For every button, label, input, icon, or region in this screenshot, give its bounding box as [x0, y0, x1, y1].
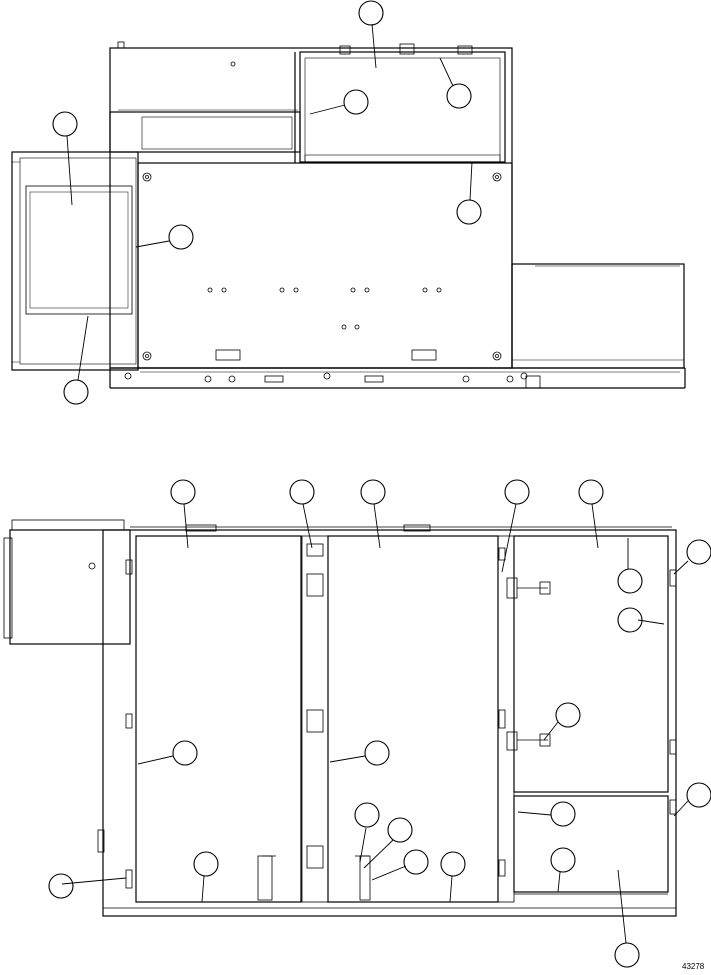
- callout-circle: [686, 782, 711, 808]
- callout-circle: [289, 479, 315, 505]
- callout-circle: [550, 847, 576, 873]
- side-leaders: [61, 503, 689, 944]
- callout-circle: [358, 0, 384, 26]
- top-callouts: [52, 0, 482, 405]
- callout-circle: [555, 702, 581, 728]
- callout-circle: [360, 479, 386, 505]
- top-bracket: [109, 111, 301, 153]
- side-door-1: [135, 535, 302, 903]
- callout-circle: [446, 83, 472, 109]
- callout-circle: [172, 740, 198, 766]
- side-door-4: [513, 795, 669, 893]
- callout-circle: [387, 817, 413, 843]
- callout-circle: [456, 199, 482, 225]
- side-hardware: [97, 524, 677, 901]
- callout-circle: [193, 851, 219, 877]
- callout-circle: [617, 607, 643, 633]
- callout-circle: [614, 942, 640, 968]
- top-left-module: [11, 151, 139, 371]
- top-right-module: [511, 263, 685, 369]
- callout-circle: [440, 851, 466, 877]
- callout-circle: [364, 740, 390, 766]
- callout-circle: [170, 479, 196, 505]
- callout-circle: [617, 568, 643, 594]
- callout-circle: [168, 224, 194, 250]
- callout-circle: [578, 479, 604, 505]
- callout-circle: [403, 849, 429, 875]
- top-upper-compartment: [299, 51, 506, 163]
- callout-circle: [52, 111, 78, 137]
- callout-circle: [550, 801, 576, 827]
- side-door-2: [327, 535, 499, 903]
- side-view: [3, 479, 711, 968]
- callout-circle: [504, 479, 530, 505]
- reference-number: 43278: [682, 962, 705, 971]
- side-center-column: [301, 535, 329, 903]
- top-view: [11, 0, 686, 405]
- callout-circle: [686, 539, 711, 565]
- top-main-housing: [109, 47, 513, 369]
- callout-circle: [354, 802, 380, 828]
- callout-circle: [343, 89, 369, 115]
- side-door-3: [513, 535, 669, 793]
- side-left-module: [9, 529, 131, 645]
- top-fasteners: [124, 61, 541, 389]
- top-leaders: [66, 23, 473, 381]
- callout-circle: [63, 379, 89, 405]
- callout-circle: [48, 873, 74, 899]
- side-callouts: [48, 479, 711, 968]
- top-inner-panel: [137, 162, 513, 369]
- side-main-housing: [102, 529, 677, 917]
